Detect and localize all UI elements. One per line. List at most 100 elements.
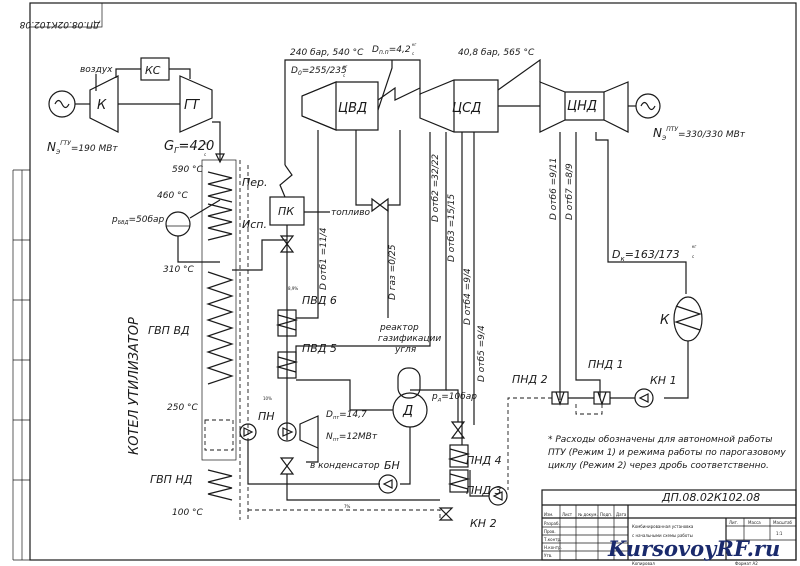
reactor-label-2: газификации xyxy=(378,334,441,344)
evaporator-coil xyxy=(207,203,233,241)
svg-text:с: с xyxy=(204,152,206,157)
to-condenser-label: в конденсатор xyxy=(310,461,380,471)
lp-cylinder-label: ЦНД xyxy=(567,99,597,114)
feed-pump-label: ПН xyxy=(258,410,275,423)
title-block-format: Формат А2 xyxy=(735,561,758,566)
pump-turbine-flow: Dпт=14,7 xyxy=(326,410,367,421)
booster-pump-icon xyxy=(378,474,398,494)
pnd4-heater xyxy=(449,444,469,468)
pnd3-heater xyxy=(449,469,469,493)
pump-turbine-power: Nпт=12МВт xyxy=(326,432,378,443)
title-block-copied: Копировал xyxy=(632,561,655,566)
pnd3-label: ПНД 3 xyxy=(466,484,502,497)
pnd1-label: ПНД 1 xyxy=(588,358,624,371)
drawing-code-rotated: ДП.08.02К102.08 xyxy=(19,19,101,29)
valve-icon xyxy=(371,197,381,213)
drum-pressure: рБВД=50бар xyxy=(111,215,165,226)
extraction-1: D отб1 =11/4 xyxy=(319,227,329,290)
condenser-icon xyxy=(673,296,703,342)
air-label: воздух xyxy=(80,65,113,75)
extraction-2: D отб2 =32/22 xyxy=(431,154,441,222)
combustor-label: КС xyxy=(145,64,161,77)
svg-text:с: с xyxy=(692,254,694,259)
pvd5-heater xyxy=(277,351,297,379)
col-list: Лист xyxy=(562,512,573,517)
row-razrab: Разраб. xyxy=(544,521,560,526)
temp-250: 250 °C xyxy=(167,403,199,413)
svg-text:с: с xyxy=(412,51,414,56)
row-prov: Пров. xyxy=(544,529,556,534)
pump-turbine-symbol xyxy=(299,415,319,449)
superheater-coil xyxy=(207,171,233,203)
evaporator-label: Исп. xyxy=(242,218,267,231)
gas-flow-label: GГ=420 xyxy=(164,139,214,155)
valve-icon xyxy=(438,507,454,515)
st-power-label: NЭПТУ=330/330 МВт xyxy=(653,126,746,142)
flow-percent-bottom: 7% xyxy=(344,504,351,509)
lp-economizer-coil xyxy=(207,469,233,501)
kn1-label: КН 1 xyxy=(650,374,677,387)
col-sign: Подп. xyxy=(600,512,612,517)
svg-text:с: с xyxy=(343,73,345,78)
watermark: KursovoyRF.ru xyxy=(607,536,780,561)
recovery-boiler: Пер. Исп. рБВД=50бар 590 °C 460 °C 310 °… xyxy=(111,159,268,518)
booster-pump-label: БН xyxy=(384,459,400,472)
svg-text:кг: кг xyxy=(692,244,697,249)
fuel-label: топливо xyxy=(331,208,371,218)
note-line-3: циклу (Режим 2) через дробь соответствен… xyxy=(548,461,769,471)
extraction-5: D отб5 =9/4 xyxy=(477,325,487,382)
superheater-label: Пер. xyxy=(242,176,268,189)
boiler-title: КОТЕЛ УТИЛИЗАТОР xyxy=(127,317,142,455)
row-tkontr: Т.контр. xyxy=(543,537,561,542)
deaerator-label: Д xyxy=(402,404,413,419)
ip-cylinder-label: ЦСД xyxy=(452,101,481,116)
title-block-name-1: Комбинированная установка xyxy=(632,524,694,529)
hp-economizer-coil xyxy=(206,271,234,385)
steam-hp-params: 240 бар, 540 °C xyxy=(290,48,364,58)
svg-text:кг: кг xyxy=(204,141,209,146)
drum-icon xyxy=(165,211,191,237)
extraction-3: D отб3 =15/15 xyxy=(447,194,457,262)
lp-cylinder xyxy=(539,81,566,133)
svg-text:кг: кг xyxy=(412,42,417,47)
compressor-label: К xyxy=(97,98,107,113)
temp-590: 590 °C xyxy=(172,165,204,175)
row-utv: Утв. xyxy=(544,553,552,558)
svg-text:кг: кг xyxy=(343,64,348,69)
gt-power-label: NЭГТУ=190 МВт xyxy=(47,140,118,156)
title-block-scale: Масштаб xyxy=(773,520,793,525)
reheat-flow: Dп.п=4,2 xyxy=(372,45,411,56)
compressor-symbol xyxy=(89,75,119,133)
peak-boiler-label: ПК xyxy=(278,205,295,218)
col-date: Дата xyxy=(616,512,627,517)
flow-percent-top: 8,9% xyxy=(288,286,298,291)
deaerator-pressure: рд=10бар xyxy=(431,392,477,403)
gvp-nd-label: ГВП НД xyxy=(150,473,193,486)
hp-cylinder-label: ЦВД xyxy=(338,101,367,116)
row-nkontr: Н.контр. xyxy=(544,545,562,550)
title-block-mass: Масса xyxy=(748,520,761,525)
turbo-pump-icon xyxy=(277,422,297,442)
steam-turbine-unit: ЦВД ЦСД ЦНД NЭПТУ=330/330 МВт xyxy=(301,79,746,142)
code-stamp xyxy=(29,2,103,28)
steam-ip-params: 40,8 бар, 565 °C xyxy=(458,48,535,58)
gvp-vd-label: ГВП ВД xyxy=(148,324,190,337)
note-line-1: * Расходы обозначены для автономной рабо… xyxy=(548,435,772,445)
gas-turbine-symbol xyxy=(179,75,213,133)
reactor-label-3: угля xyxy=(394,345,417,355)
title-block-name-2: с начальными схемы работы xyxy=(632,533,693,538)
col-izm: Изм. xyxy=(544,512,553,517)
title-block-code: ДП.08.02К102.08 xyxy=(661,491,760,504)
reactor-label-1: реактор xyxy=(379,323,419,333)
extraction-4: D отб4 =9/4 xyxy=(463,268,473,325)
condenser-flow: Dк=163/173 xyxy=(612,248,680,263)
gas-turbine-label: ГТ xyxy=(184,98,200,113)
pvd6-heater xyxy=(277,309,297,337)
flow-percent-mid: 10% xyxy=(263,396,272,401)
kn2-label: КН 2 xyxy=(470,517,497,530)
temp-460: 460 °C xyxy=(157,191,189,201)
valve-icon xyxy=(279,457,295,467)
title-block: ДП.08.02К102.08 Комбинированная установк… xyxy=(541,489,797,566)
extraction-6: D отб6 =9/11 xyxy=(549,158,559,220)
